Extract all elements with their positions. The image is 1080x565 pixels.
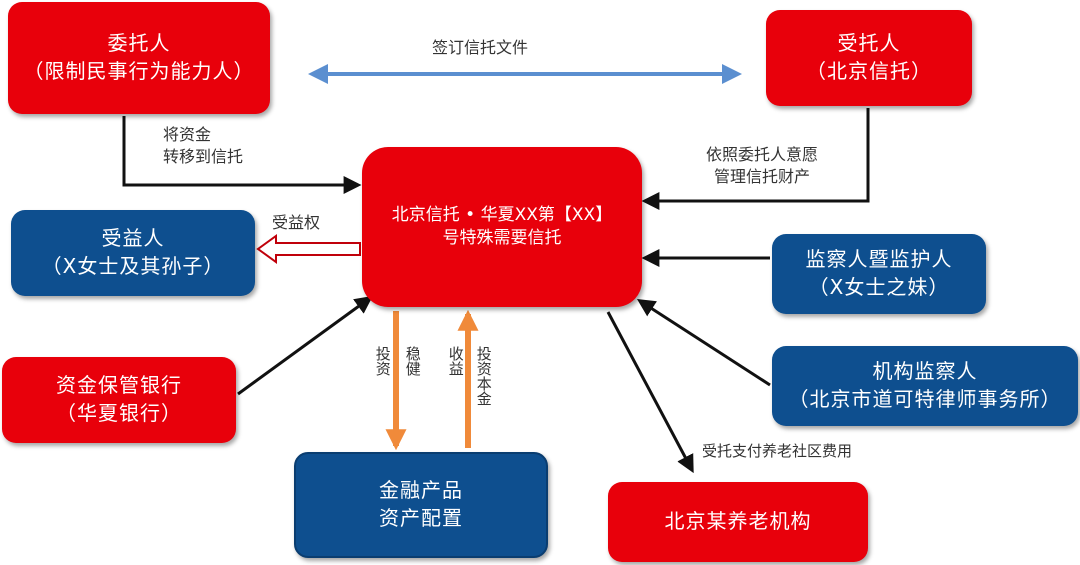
pay-fees-arrow <box>606 311 694 474</box>
institutional-supervisor-node: 机构监察人 （北京市道可特律师事务所） <box>772 346 1078 426</box>
supervisor-guardian-title: 监察人暨监护人 <box>805 247 953 272</box>
trustee-title: 受托人 <box>837 31 901 56</box>
return-principal-label-col1: 收益 <box>446 346 465 376</box>
custodian-bank-subtitle: （华夏银行） <box>56 401 182 425</box>
settlor-title: 委托人 <box>107 31 171 56</box>
institution-supervise-arrow <box>636 299 771 387</box>
trust-title-line1: 北京信托 • 华夏XX第【XX】 <box>391 204 613 225</box>
trust-node: 北京信托 • 华夏XX第【XX】 号特殊需要信托 <box>362 147 642 307</box>
custodian-bank-title: 资金保管银行 <box>56 373 182 398</box>
manage-property-label: 依照委托人意愿 管理信托财产 <box>706 144 818 189</box>
settlor-node: 委托人 （限制民事行为能力人） <box>8 2 270 114</box>
beneficiary-node: 受益人 （X女士及其孙子） <box>11 210 255 296</box>
transfer-funds-label-line2: 转移到信托 <box>163 147 244 167</box>
manage-property-arrow <box>641 108 870 210</box>
beneficiary-subtitle: （X女士及其孙子） <box>41 254 225 278</box>
supervisor-guardian-subtitle: （X女士之妹） <box>808 275 950 299</box>
institutional-supervisor-title: 机构监察人 <box>872 359 978 384</box>
settlor-subtitle: （限制民事行为能力人） <box>23 59 255 83</box>
trustee-subtitle: （北京信托） <box>806 59 932 83</box>
trust-title-line2: 号特殊需要信托 <box>442 228 562 248</box>
beneficial-right-label: 受益权 <box>272 213 321 232</box>
elderly-institution-node: 北京某养老机构 <box>608 482 868 562</box>
return-principal-label-col2: 投资本金 <box>474 346 493 406</box>
transfer-funds-label-line1: 将资金 <box>163 125 212 144</box>
beneficial-right-arrow <box>256 234 361 264</box>
manage-property-label-line2: 管理信托财产 <box>714 167 811 187</box>
institutional-supervisor-subtitle: （北京市道可特律师事务所） <box>788 387 1062 411</box>
invest-stable-label-col1: 投资 <box>373 346 392 376</box>
custodian-bank-node: 资金保管银行 （华夏银行） <box>2 357 236 443</box>
trustee-node: 受托人 （北京信托） <box>766 10 972 106</box>
supervisor-guardian-node: 监察人暨监护人 （X女士之妹） <box>772 234 986 314</box>
pay-fees-label: 受托支付养老社区费用 <box>702 442 853 460</box>
financial-products-title: 金融产品 <box>379 478 463 503</box>
beneficiary-title: 受益人 <box>101 226 165 251</box>
manage-property-label-line1: 依照委托人意愿 <box>706 145 819 164</box>
sign-trust-label: 签订信托文件 <box>432 38 529 57</box>
elderly-institution-title: 北京某养老机构 <box>664 509 812 534</box>
transfer-funds-arrow <box>122 116 362 194</box>
financial-products-node: 金融产品 资产配置 <box>294 452 548 558</box>
transfer-funds-label: 将资金 转移到信托 <box>163 124 243 169</box>
custody-arrow <box>237 295 373 396</box>
financial-products-subtitle: 资产配置 <box>379 506 463 530</box>
invest-stable-label-col2: 稳健 <box>403 346 422 376</box>
